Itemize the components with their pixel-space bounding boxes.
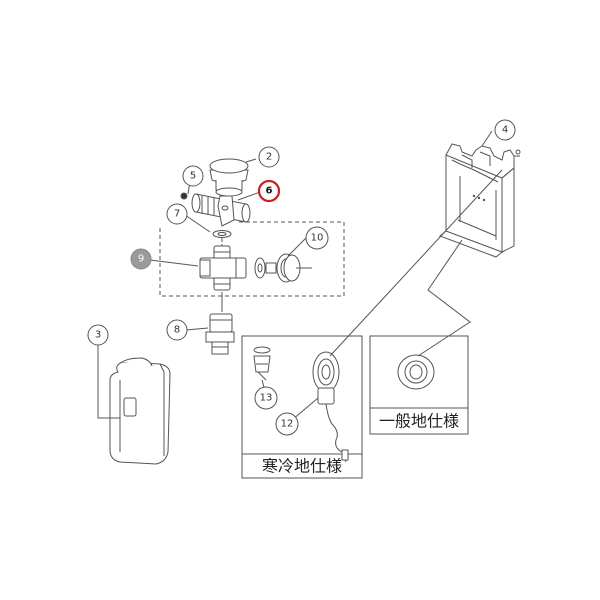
part-9-tee-body (199, 245, 247, 291)
part-7-washer (212, 230, 232, 238)
callout-8: 8 (166, 319, 188, 341)
caption-cold-region: 寒冷地仕様 (262, 457, 342, 476)
callout-6-highlighted: 6 (257, 179, 281, 203)
svg-text:13: 13 (260, 393, 273, 404)
callout-12: 12 (275, 412, 299, 436)
part-5-6-valve-body (191, 193, 251, 227)
caption-general-region: 一般地仕様 (379, 412, 459, 431)
part-10-cartridge (254, 253, 312, 283)
part-4-mounting-box (439, 143, 521, 258)
part-2-top-cap (209, 158, 249, 197)
callout-9-group: 9 (130, 248, 152, 270)
general-region-frame (369, 335, 469, 435)
svg-text:3: 3 (95, 330, 101, 341)
part-4-dots (472, 194, 486, 202)
general-ring-seal (397, 354, 435, 390)
svg-text:12: 12 (281, 419, 294, 430)
svg-text:7: 7 (174, 209, 180, 220)
part-13-fitting (253, 346, 271, 381)
svg-text:4: 4 (502, 125, 508, 136)
part-5-gasket (180, 192, 188, 200)
link-lines (329, 169, 503, 357)
callout-10: 10 (305, 226, 329, 250)
callout-5: 5 (182, 165, 204, 187)
svg-text:9: 9 (138, 254, 144, 265)
svg-text:6: 6 (266, 186, 273, 197)
svg-text:2: 2 (266, 152, 272, 163)
part-12-ring-heater (312, 351, 349, 463)
part-8-connector (205, 313, 235, 355)
callout-13: 13 (254, 386, 278, 410)
callout-2: 2 (258, 146, 280, 168)
svg-text:10: 10 (311, 233, 324, 244)
callout-7: 7 (166, 203, 188, 225)
svg-text:5: 5 (190, 171, 196, 182)
svg-text:8: 8 (174, 325, 180, 336)
part-9-group-frame (159, 221, 345, 297)
part-3-cover (109, 357, 171, 465)
callout-4: 4 (494, 119, 516, 141)
callout-3: 3 (87, 324, 109, 346)
